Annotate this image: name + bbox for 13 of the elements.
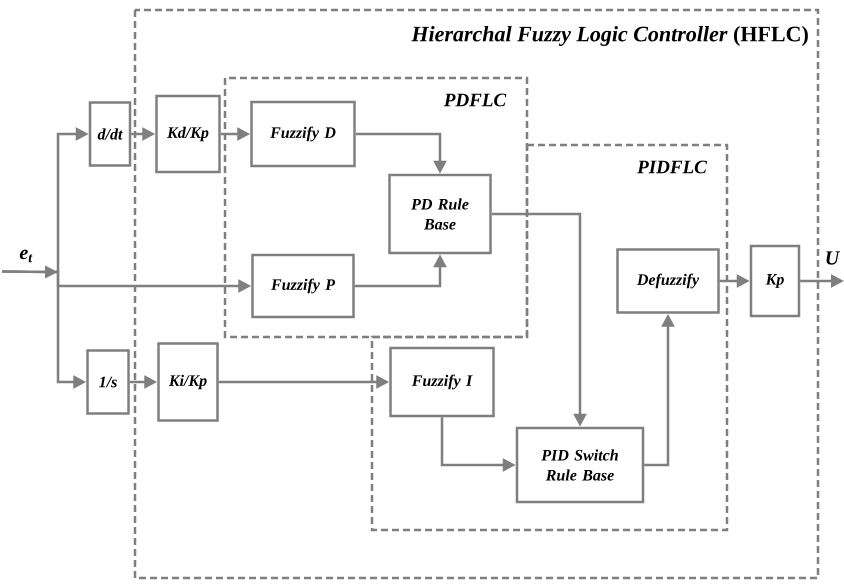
- process-box: Fuzzify P: [251, 254, 355, 318]
- process-box: PD Rule Base: [388, 174, 492, 254]
- signal-label: U: [826, 251, 840, 265]
- process-box: PID Switch Rule Base: [516, 426, 644, 504]
- process-box: Fuzzify I: [389, 346, 495, 418]
- process-box: Kd/Kp: [155, 94, 221, 174]
- process-box: Fuzzify D: [250, 100, 356, 168]
- process-box: Kp: [750, 244, 800, 318]
- process-box: d/dt: [88, 101, 132, 167]
- process-box: Defuzzify: [616, 248, 720, 314]
- signal-label: e$_{t}$: [20, 250, 32, 262]
- process-box: Ki/Kp: [157, 342, 219, 422]
- process-box: 1/s: [86, 349, 130, 415]
